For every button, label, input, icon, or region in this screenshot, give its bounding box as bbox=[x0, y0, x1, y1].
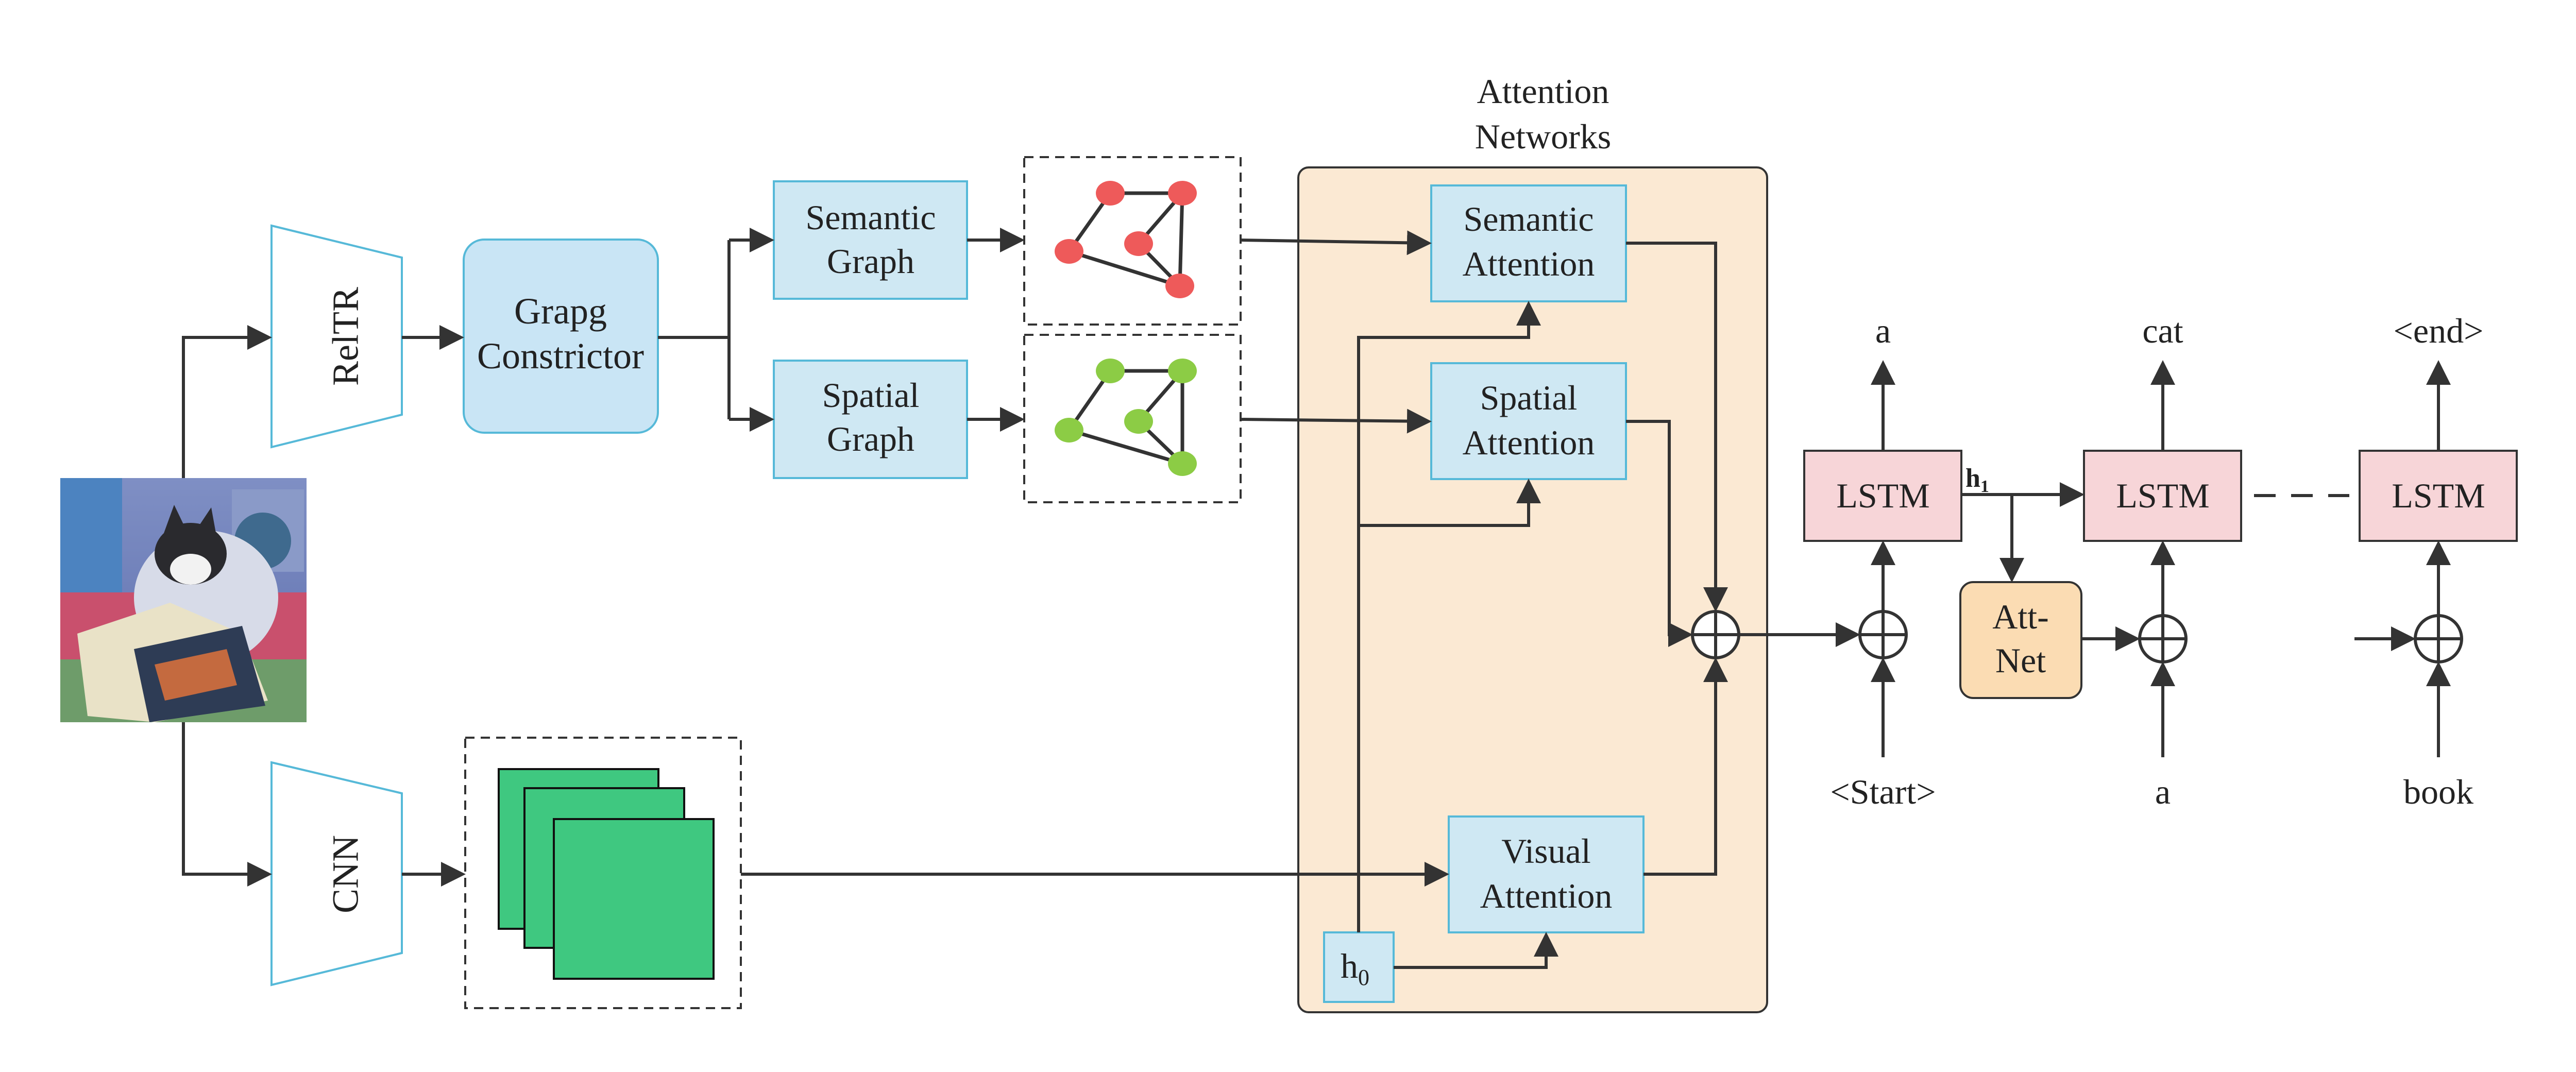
output-word-3: <end> bbox=[2394, 311, 2484, 350]
spatial-graph-illustration bbox=[1023, 334, 1242, 503]
cnn-encoder bbox=[270, 761, 403, 986]
spatial-graph-box bbox=[773, 360, 968, 479]
graph-constructor-label-line1: Grapg bbox=[514, 291, 607, 332]
h0-box bbox=[1323, 931, 1395, 1003]
spatial-graph-label-line2: Graph bbox=[827, 419, 914, 458]
cnn-label: CNN bbox=[325, 835, 366, 913]
reltr-label: RelTR bbox=[325, 287, 366, 386]
input-word-2: a bbox=[2155, 772, 2171, 811]
semantic-attention-box bbox=[1430, 184, 1627, 302]
reltr-encoder bbox=[270, 224, 403, 449]
attention-networks-title-line2: Networks bbox=[1475, 117, 1611, 156]
visual-attention-box bbox=[1448, 815, 1645, 933]
sum-node-attention bbox=[1691, 610, 1740, 659]
semantic-graph-label-line1: Semantic bbox=[805, 198, 936, 237]
spatial-attention-label-line2: Attention bbox=[1463, 423, 1595, 462]
lstm-label-1: LSTM bbox=[1836, 476, 1929, 515]
feature-maps bbox=[464, 737, 742, 1009]
semantic-graph-box bbox=[773, 180, 968, 300]
attention-networks-title-line1: Attention bbox=[1477, 72, 1609, 111]
output-word-1: a bbox=[1875, 311, 1891, 350]
semantic-graph-illustration bbox=[1023, 156, 1242, 326]
visual-attention-label-line2: Attention bbox=[1480, 876, 1613, 915]
input-word-3: book bbox=[2403, 772, 2473, 811]
lstm-label-3: LSTM bbox=[2392, 476, 2485, 515]
spatial-graph-label-line1: Spatial bbox=[822, 376, 920, 415]
attention-networks-panel bbox=[1297, 166, 1768, 1013]
output-word-2: cat bbox=[2142, 311, 2183, 350]
visual-attention-label-line1: Visual bbox=[1501, 831, 1590, 871]
input-word-1: <Start> bbox=[1830, 772, 1936, 811]
spatial-attention-label-line1: Spatial bbox=[1480, 378, 1578, 417]
spatial-attention-box bbox=[1430, 362, 1627, 480]
input-image bbox=[60, 478, 307, 722]
h0-label: h0 bbox=[1341, 946, 1369, 990]
semantic-attention-label-line1: Semantic bbox=[1463, 199, 1594, 239]
sum-node-3 bbox=[2414, 614, 2463, 663]
sum-node-1 bbox=[1858, 610, 1908, 659]
att-net-label-line2: Net bbox=[1995, 641, 2046, 680]
graph-constructor-label-line2: Constrictor bbox=[477, 335, 644, 377]
h1-label: h1 bbox=[1965, 464, 1989, 496]
edges bbox=[182, 228, 2451, 969]
sum-node-2 bbox=[2138, 614, 2188, 663]
lstm-label-2: LSTM bbox=[2116, 476, 2209, 515]
semantic-graph-label-line2: Graph bbox=[827, 242, 914, 281]
semantic-attention-label-line2: Attention bbox=[1463, 244, 1595, 283]
att-net-label-line1: Att- bbox=[1992, 597, 2049, 636]
